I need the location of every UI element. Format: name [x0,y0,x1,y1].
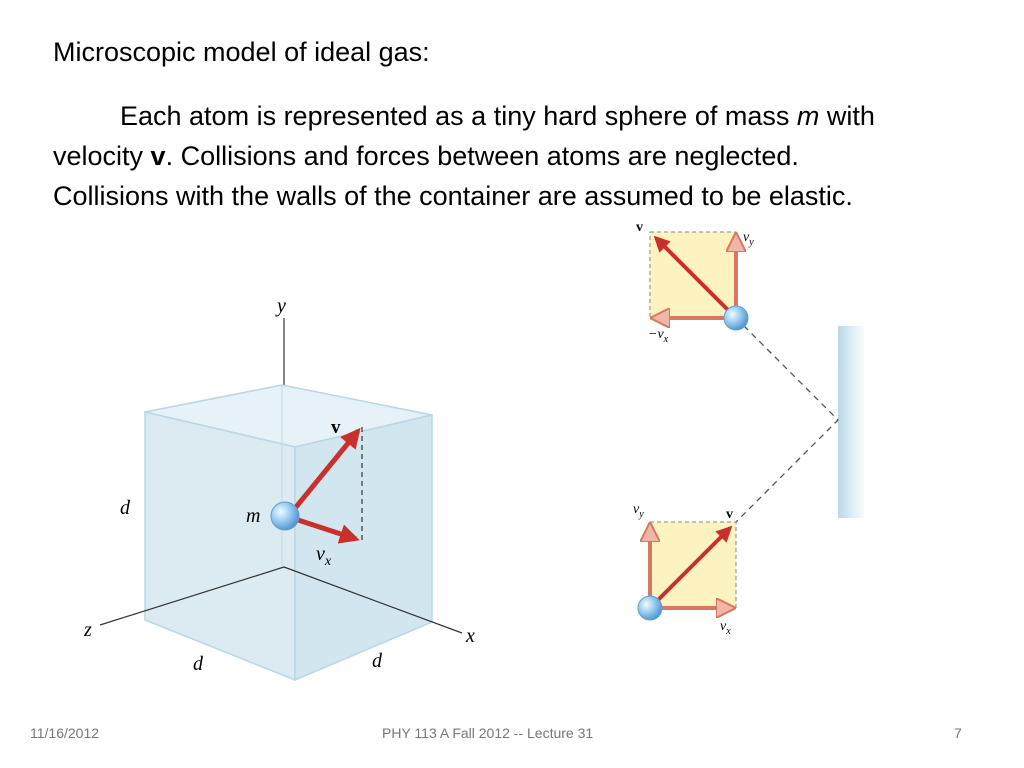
z-axis-label: z [83,619,92,641]
mass-symbol: m [796,101,820,131]
y-axis-label: y [275,295,286,317]
mass-label: m [246,505,260,527]
cube-left-face [144,411,296,682]
collision-figure: v vy −vx vy v vx [633,220,864,637]
velocity-label: v [331,417,341,438]
vx-label: vx [316,543,332,569]
edge-label-front: d [193,653,204,675]
neg-vx-label-before: −vx [648,327,669,345]
footer-date: 11/16/2012 [30,725,100,741]
paragraph-text-1: Each atom is represented as a tiny hard … [120,101,797,131]
edge-label-left: d [120,497,131,519]
vy-label-before: vy [743,230,754,248]
cube-figure: y x z d d d m v vx [83,295,475,682]
velocity-arrow [290,427,361,514]
vx-label-after: vx [720,619,731,637]
velocity-symbol: v [150,141,166,171]
vy-label-after: vy [633,502,644,520]
container-wall [838,326,864,518]
velocity-box-after: vy v vx [633,502,737,637]
footer-course: PHY 113 A Fall 2012 -- Lecture 31 [382,725,594,741]
x-axis [283,566,463,634]
slide-paragraph: Each atom is represented as a tiny hard … [53,96,903,216]
footer-page-number: 7 [954,725,962,741]
atom-sphere [270,501,300,531]
vx-arrow [291,515,360,544]
velocity-label-before: v [636,220,643,235]
slide-title: Microscopic model of ideal gas: [53,37,430,67]
atom-after [637,595,663,621]
velocity-label-after: v [726,507,733,522]
paragraph-text-2: with velocity [53,101,875,171]
edge-label-right: d [372,650,383,672]
paragraph-text-3: . Collisions and forces between atoms ar… [53,141,853,211]
velocity-box-before: v vy −vx [636,220,754,345]
atom-before [723,305,749,331]
x-axis-label: x [465,625,475,647]
z-axis [99,566,285,626]
